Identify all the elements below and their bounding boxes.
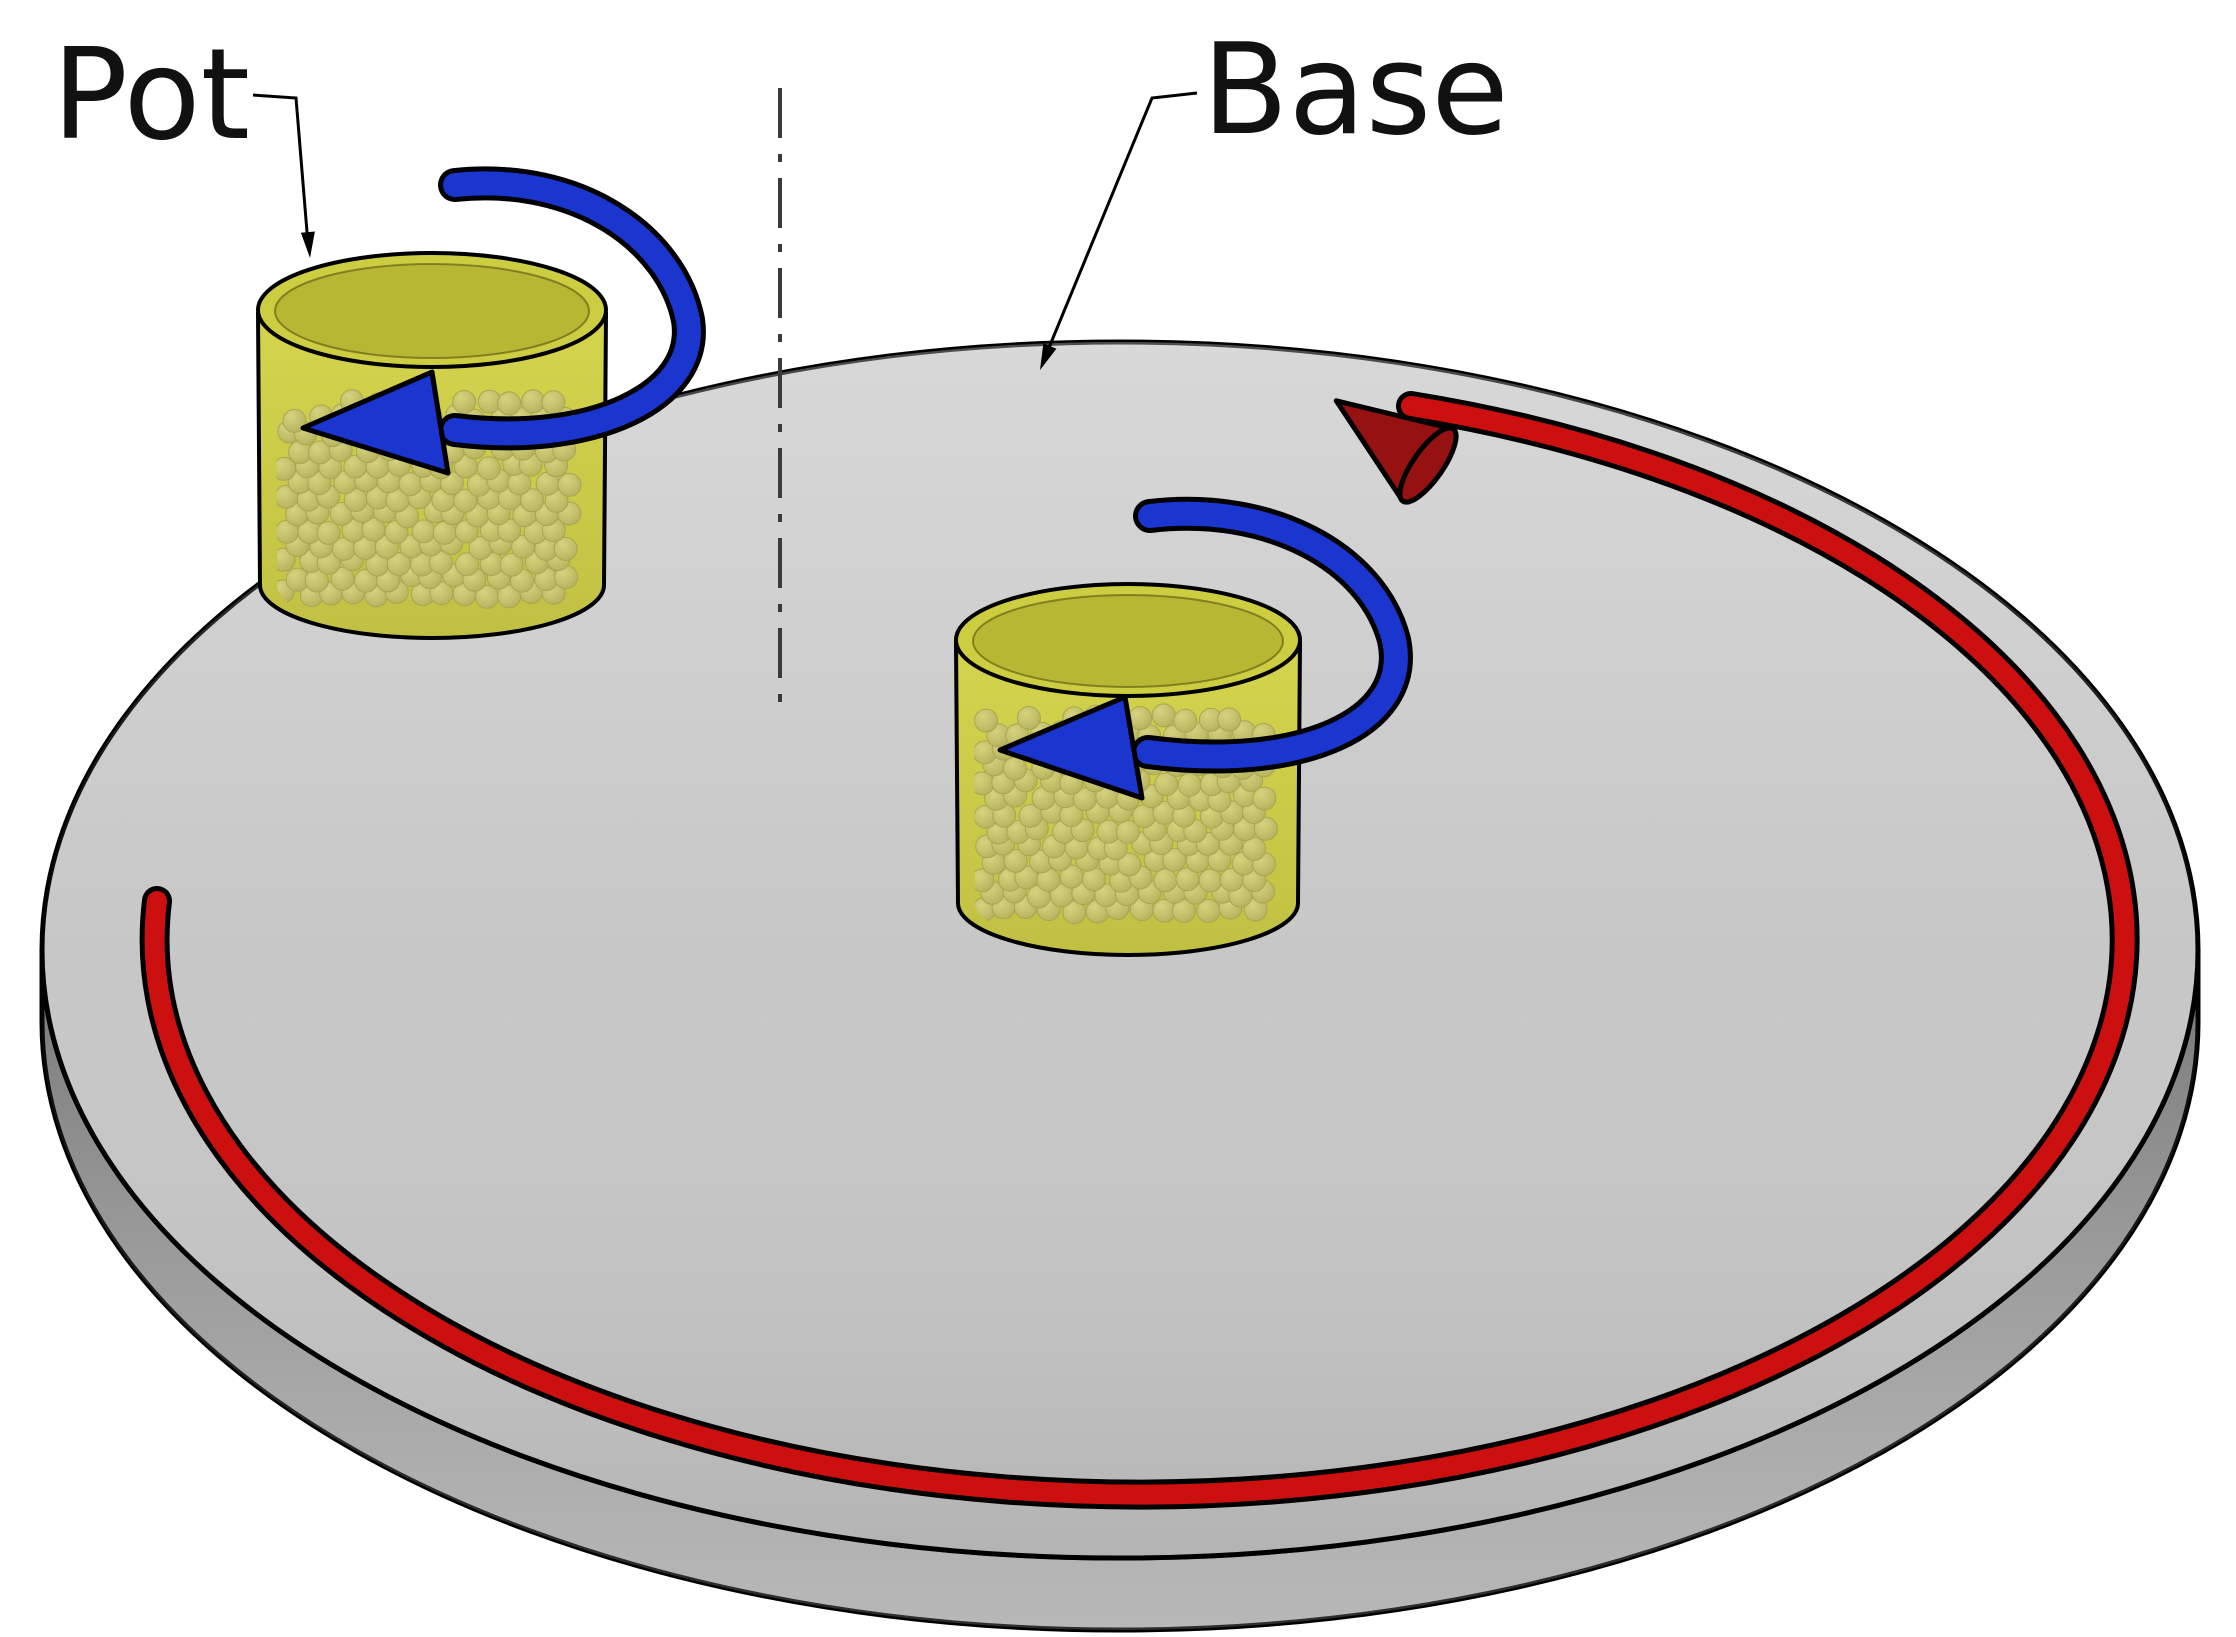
pot-label-text: Pot <box>52 21 250 168</box>
pot-leader-line <box>252 93 310 245</box>
pot-rotation-arrow-right <box>997 496 1413 801</box>
pot-leader-arrowhead-icon <box>300 231 315 258</box>
base-rotation-arrowhead <box>1333 398 1459 505</box>
pot-right-front-wall <box>956 642 1300 955</box>
pot-rotation-arrowhead-right <box>997 694 1145 801</box>
pot-left-outline <box>256 311 608 640</box>
pot-right-outline <box>954 641 1302 957</box>
pot-left-opening-inner <box>274 263 590 359</box>
base-leader-arrowhead-icon <box>1040 343 1057 370</box>
pot-right <box>954 582 1302 957</box>
pot-right-opening-inner <box>972 594 1284 688</box>
label-pot: Pot <box>52 21 315 258</box>
base-rotation-arrow <box>139 391 2140 1510</box>
base-leader-line <box>1046 91 1198 351</box>
label-base: Base <box>1040 16 1509 370</box>
pot-rotation-arrowhead-left <box>300 369 451 476</box>
pot-rotation-arrow-right-body <box>1136 501 1408 769</box>
base-label-text: Base <box>1202 16 1509 163</box>
pot-rotation-arrow-left-body <box>443 171 701 446</box>
base-rotation-arrow-body <box>144 396 2135 1505</box>
pot-left-front-wall <box>258 312 606 638</box>
pot-rotation-arrow-left <box>300 166 706 476</box>
